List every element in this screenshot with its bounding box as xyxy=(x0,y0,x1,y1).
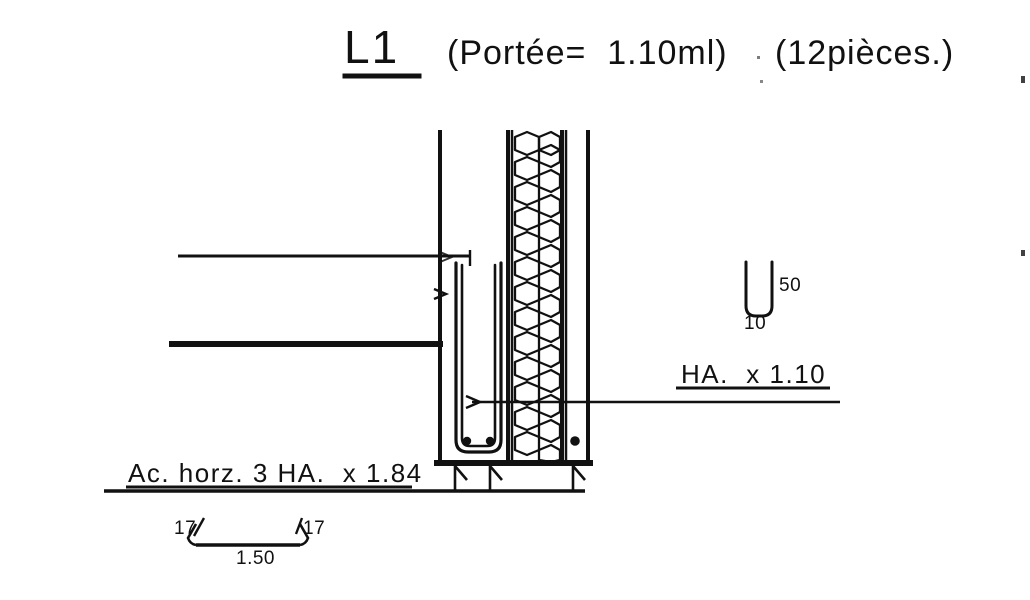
scan-speck-lower xyxy=(1021,250,1025,256)
scan-speck-low-title xyxy=(760,80,763,83)
level-tick-arrow-mid xyxy=(433,287,450,301)
level-tick-arrow-upper xyxy=(439,251,455,263)
drawing-title-mark: L1 xyxy=(344,21,400,73)
drawing-title-count-note: (12pièces.) xyxy=(775,34,955,72)
stirrup-detail-height-label: 50 xyxy=(779,275,802,296)
hollow-block-hatch xyxy=(513,130,562,464)
hatch-column-left xyxy=(513,130,541,457)
side-reinforcement-label: HA. x 1.10 xyxy=(681,359,827,389)
side-bar-leader-arrow xyxy=(465,394,484,410)
drawing-title-span-note: (Portée= 1.10ml) xyxy=(447,34,728,72)
stirrup-inner-line xyxy=(460,263,497,448)
stirrup-tick-2 xyxy=(488,462,503,491)
dimension-right-offset-label: 17 xyxy=(303,518,326,539)
scan-speck-upper xyxy=(1021,76,1025,83)
rebar-dot-right-column xyxy=(570,436,580,446)
rebar-dot-bottom-left xyxy=(462,436,472,446)
stirrup-position-ticks xyxy=(453,462,586,491)
dimension-left-offset-label: 17 xyxy=(174,518,197,539)
stirrup-outer-line xyxy=(454,261,503,454)
stirrup-detail-width-label: 10 xyxy=(744,313,767,334)
bottom-reinforcement-label: Ac. horz. 3 HA. x 1.84 xyxy=(128,458,423,488)
dimension-tick-right-slash xyxy=(294,517,304,535)
rebar-dot-bottom-right xyxy=(485,436,495,446)
stirrup-tick-1 xyxy=(453,462,468,491)
stirrup-detail-shape xyxy=(744,260,774,318)
dimension-total-label: 1.50 xyxy=(236,548,275,569)
overall-dimension-right-tick xyxy=(298,523,310,547)
dimension-tick-left-slash xyxy=(192,517,206,537)
stirrup-tick-3 xyxy=(571,462,586,491)
overall-dimension-left-tick xyxy=(186,523,198,547)
scan-speck-mid xyxy=(757,56,760,59)
hatch-column-right xyxy=(537,130,562,464)
